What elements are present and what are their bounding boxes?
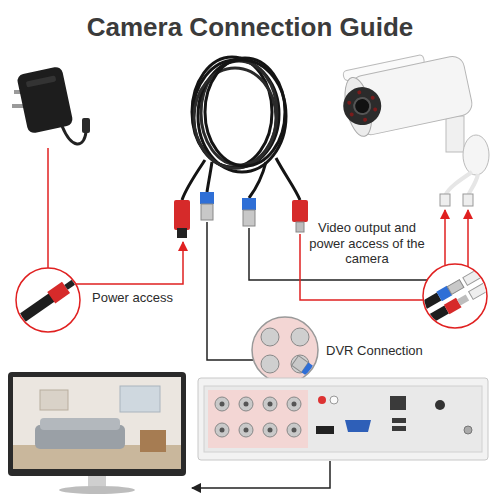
cable-coil [182,57,300,200]
page-title: Camera Connection Guide [0,12,500,43]
cable-connectors [174,192,308,238]
bullet-camera [336,46,489,206]
video-zoom [414,264,496,328]
power-adapter [12,66,90,144]
power-zoom [11,268,80,332]
callout-label: Video output and power access of the cam… [306,220,428,267]
dvr-recorder [198,378,488,460]
callout-label: Power access [92,290,173,306]
callout-label: DVR Connection [326,343,423,359]
monitor [8,372,186,494]
